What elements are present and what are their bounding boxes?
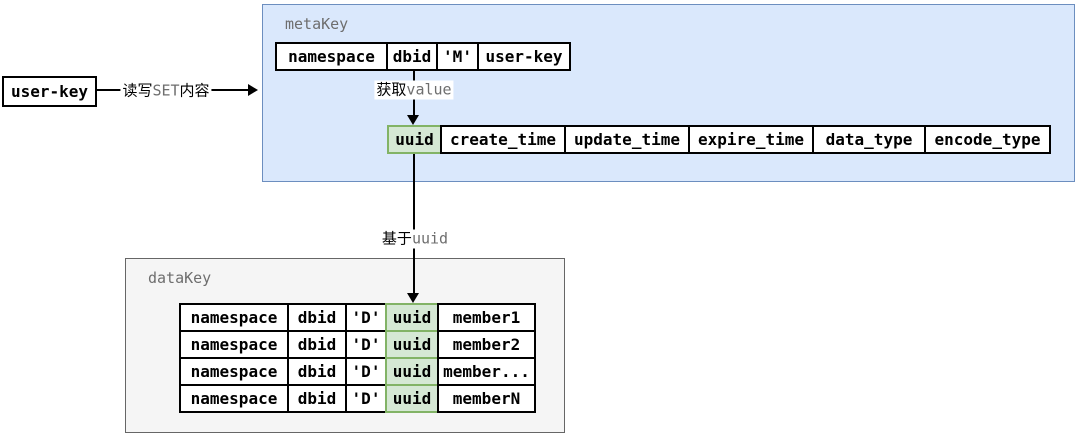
- cell-namespace: namespace: [179, 303, 289, 332]
- table-row: namespace dbid 'D' uuid member...: [179, 357, 536, 386]
- cell-namespace: namespace: [179, 330, 289, 359]
- label-code: SET: [152, 81, 180, 100]
- cell-member: member1: [437, 303, 536, 332]
- arrow-down-head-icon: [407, 115, 419, 125]
- cell-dbid: dbid: [287, 330, 347, 359]
- data-key-table: namespace dbid 'D' uuid member1 namespac…: [179, 303, 536, 413]
- meta-value-table: uuid create_time update_time expire_time…: [387, 125, 1051, 154]
- cell-dbid: dbid: [386, 42, 438, 71]
- arrow-right-head-icon: [248, 84, 258, 96]
- cell-namespace: namespace: [275, 42, 388, 71]
- arrow-down-head-icon: [407, 293, 419, 303]
- cell-dbid: dbid: [287, 357, 347, 386]
- cell-member: member2: [437, 330, 536, 359]
- meta-key-table: namespace dbid 'M' user-key: [275, 42, 571, 71]
- table-row: namespace dbid 'D' uuid member1: [179, 303, 536, 332]
- user-key-box: user-key: [2, 76, 97, 107]
- cell-d-flag: 'D': [345, 330, 387, 359]
- arrow-get-value-label: 获取value: [374, 80, 454, 100]
- cell-uuid: uuid: [387, 125, 442, 154]
- arrow-based-on-uuid-line: [413, 154, 415, 294]
- cell-encode-type: encode_type: [924, 125, 1051, 154]
- cell-expire-time: expire_time: [688, 125, 814, 154]
- user-key-label: user-key: [10, 82, 89, 101]
- label-text: 基于: [381, 229, 412, 248]
- table-row: namespace dbid 'D' uuid member2: [179, 330, 536, 359]
- label-text: 获取: [376, 80, 407, 99]
- cell-create-time: create_time: [440, 125, 566, 154]
- cell-uuid: uuid: [385, 357, 439, 386]
- cell-member: member...: [437, 357, 536, 386]
- cell-update-time: update_time: [564, 125, 690, 154]
- cell-uuid: uuid: [385, 384, 439, 413]
- cell-dbid: dbid: [287, 303, 347, 332]
- cell-d-flag: 'D': [345, 357, 387, 386]
- cell-d-flag: 'D': [345, 303, 387, 332]
- cell-dbid: dbid: [287, 384, 347, 413]
- arrow-based-on-uuid-label: 基于uuid: [379, 229, 451, 249]
- cell-uuid: uuid: [385, 330, 439, 359]
- arrow-read-write-label: 读写SET内容: [120, 81, 212, 101]
- data-key-group-title: dataKey: [148, 269, 212, 287]
- label-code: value: [406, 80, 452, 99]
- label-text: 内容: [179, 81, 210, 100]
- table-row: namespace dbid 'D' uuid memberN: [179, 384, 536, 413]
- cell-d-flag: 'D': [345, 384, 387, 413]
- cell-namespace: namespace: [179, 357, 289, 386]
- cell-user-key: user-key: [477, 42, 571, 71]
- cell-data-type: data_type: [812, 125, 926, 154]
- cell-m-flag: 'M': [436, 42, 479, 71]
- cell-uuid: uuid: [385, 303, 439, 332]
- label-text: 读写: [122, 81, 153, 100]
- label-code: uuid: [411, 229, 449, 248]
- meta-key-group-title: metaKey: [285, 15, 349, 33]
- cell-member: memberN: [437, 384, 536, 413]
- cell-namespace: namespace: [179, 384, 289, 413]
